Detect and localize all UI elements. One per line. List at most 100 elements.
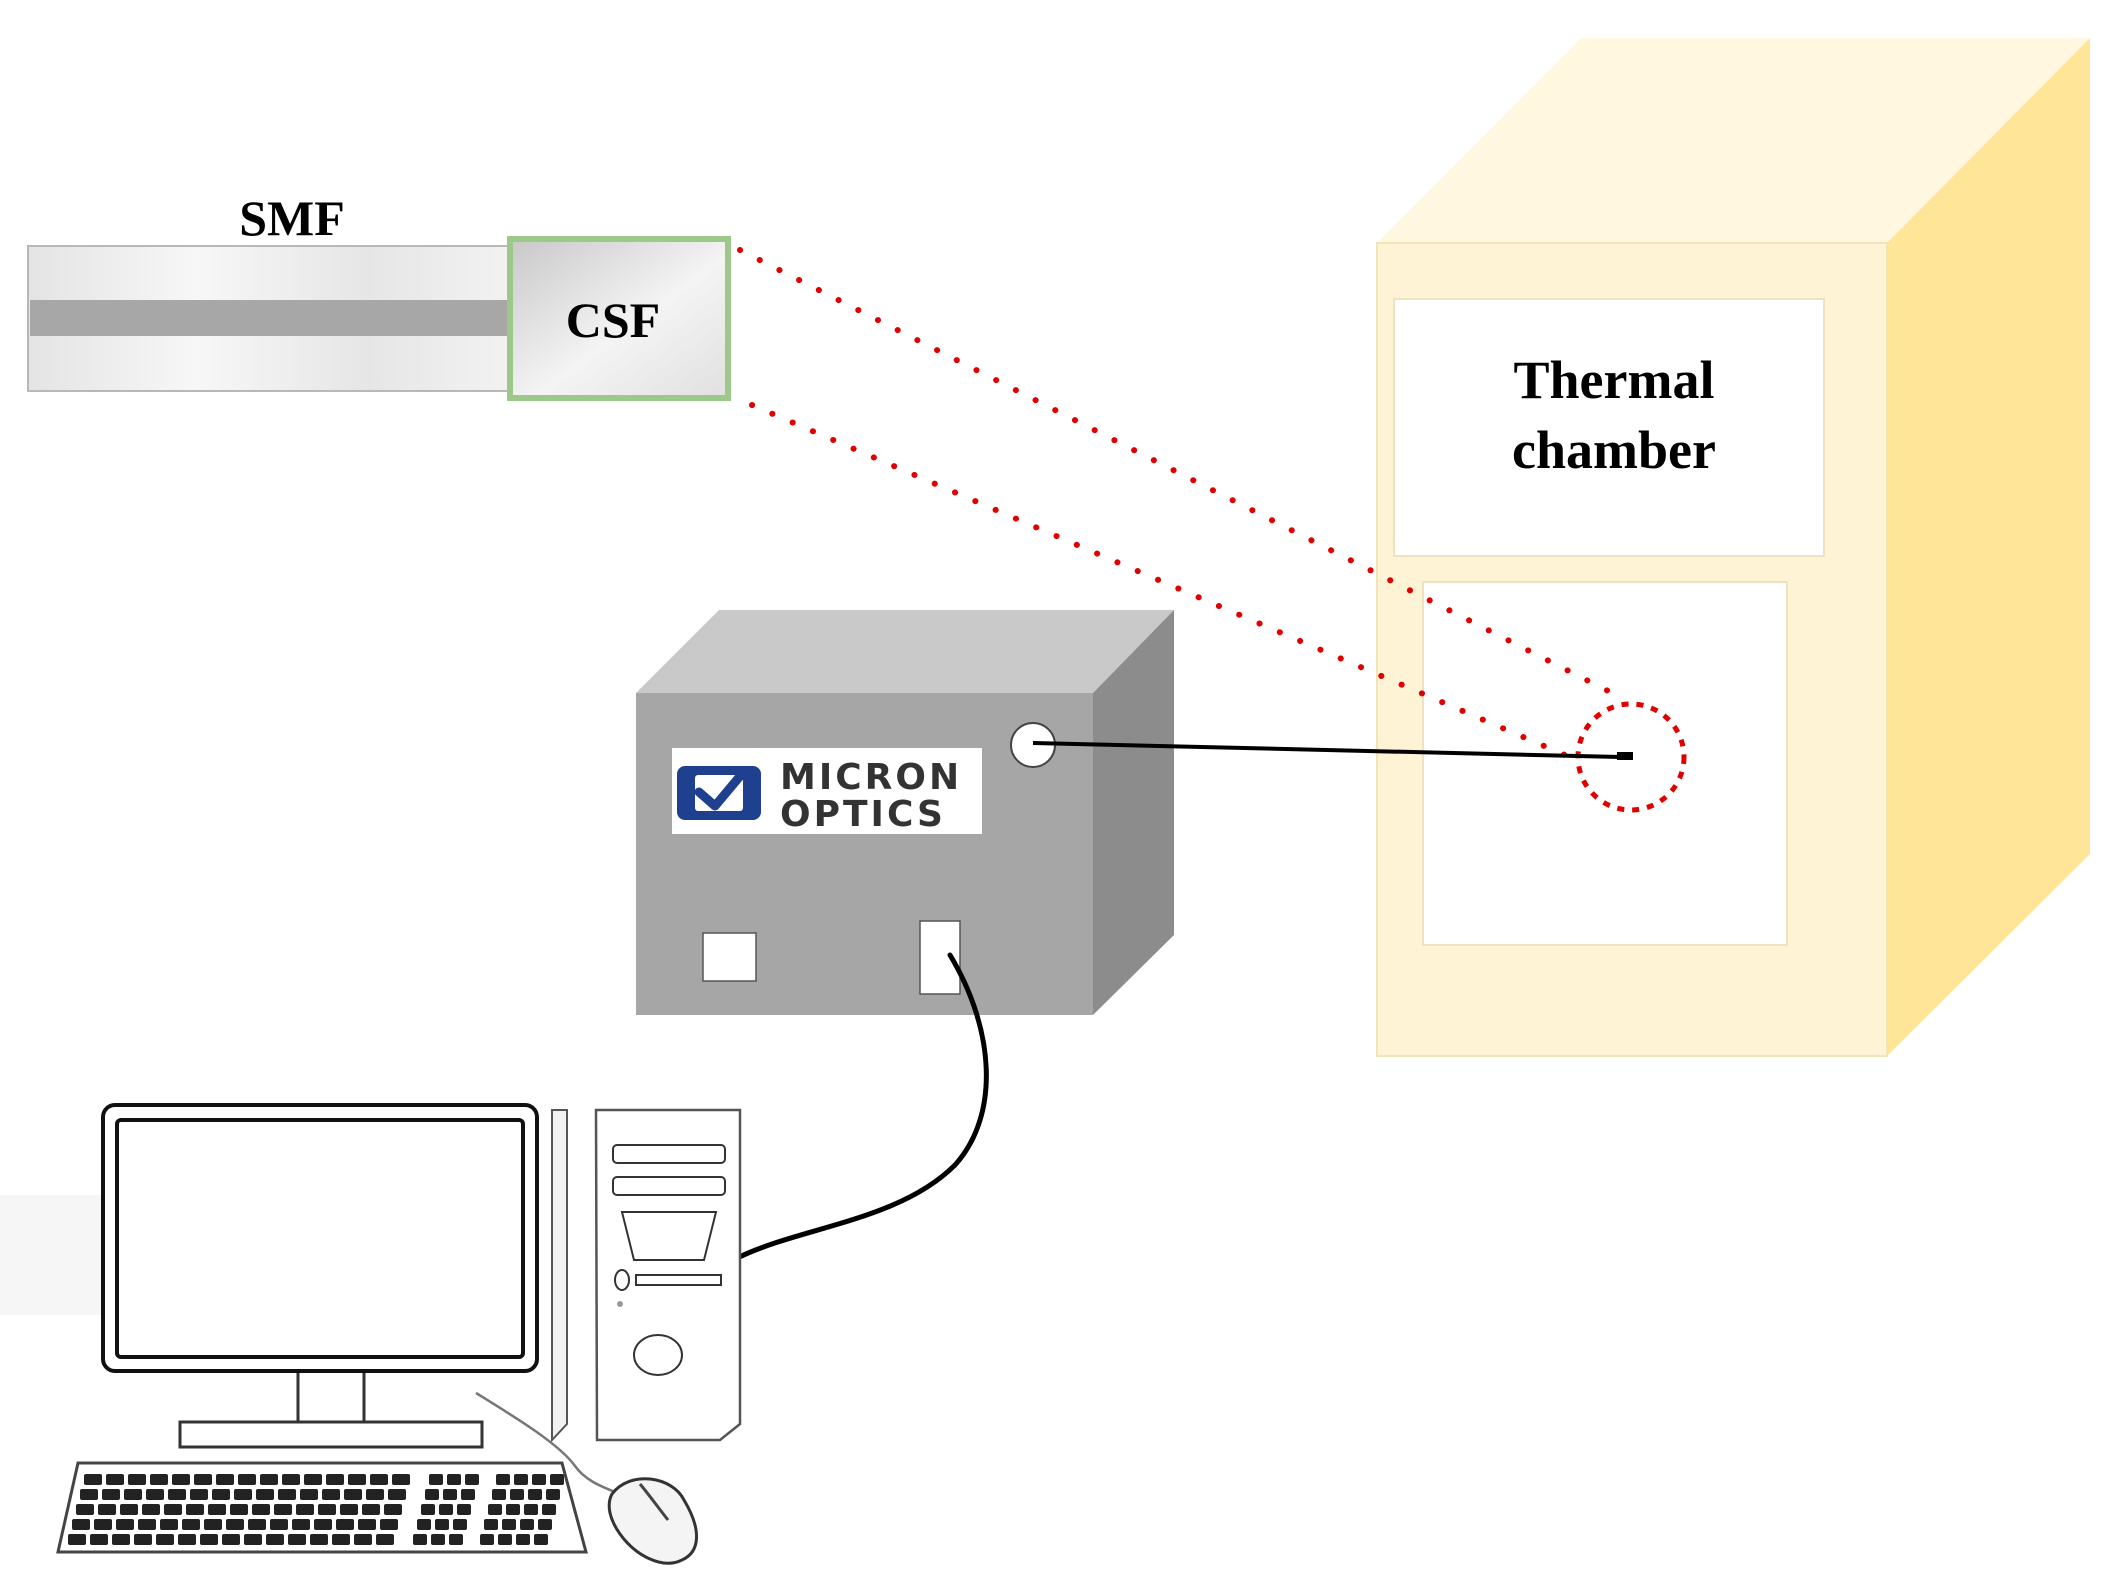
keyboard-key bbox=[120, 1504, 138, 1515]
fiber-icon: SMF CSF bbox=[27, 190, 731, 401]
fiber-cable bbox=[1032, 741, 1621, 759]
keyboard-key bbox=[124, 1489, 142, 1500]
keyboard-key bbox=[296, 1504, 314, 1515]
keyboard-key bbox=[453, 1519, 467, 1530]
keyboard-key bbox=[538, 1519, 552, 1530]
keyboard-key bbox=[138, 1519, 156, 1530]
keyboard-key bbox=[208, 1504, 226, 1515]
keyboard-key bbox=[514, 1474, 528, 1485]
keyboard-key bbox=[546, 1489, 560, 1500]
csf-label: CSF bbox=[566, 292, 660, 348]
mouse-button-split bbox=[638, 1483, 670, 1521]
keyboard-key bbox=[304, 1474, 322, 1485]
keyboard-key bbox=[84, 1474, 102, 1485]
keyboard-key bbox=[388, 1489, 406, 1500]
keyboard-key bbox=[160, 1519, 178, 1530]
keyboard-key bbox=[376, 1534, 394, 1545]
keyboard-key bbox=[212, 1489, 230, 1500]
keyboard-key bbox=[102, 1489, 120, 1500]
monitor-stand bbox=[296, 1373, 366, 1422]
keyboard-key bbox=[252, 1504, 270, 1515]
keyboard-key bbox=[534, 1534, 548, 1545]
keyboard-key bbox=[461, 1489, 475, 1500]
keyboard-key bbox=[278, 1489, 296, 1500]
monitor-screen bbox=[115, 1118, 525, 1359]
chamber-window bbox=[1422, 581, 1788, 946]
interrogator-device: MICRON OPTICS bbox=[636, 610, 1174, 1015]
keyboard-key bbox=[492, 1489, 506, 1500]
keyboard-key bbox=[116, 1519, 134, 1530]
keyboard-key bbox=[226, 1519, 244, 1530]
keyboard-key bbox=[178, 1534, 196, 1545]
keyboard-key bbox=[344, 1489, 362, 1500]
keyboard-key bbox=[484, 1519, 498, 1530]
keyboard-key bbox=[318, 1504, 336, 1515]
keyboard-key bbox=[128, 1474, 146, 1485]
keyboard-key bbox=[94, 1519, 112, 1530]
keyboard-key bbox=[362, 1504, 380, 1515]
keyboard-key bbox=[134, 1534, 152, 1545]
keyboard-key bbox=[80, 1489, 98, 1500]
keyboard-key bbox=[488, 1504, 502, 1515]
keyboard-key bbox=[244, 1534, 262, 1545]
keyboard-key bbox=[429, 1474, 443, 1485]
keyboard-key bbox=[238, 1474, 256, 1485]
keyboard-key bbox=[326, 1474, 344, 1485]
keyboard-key bbox=[256, 1489, 274, 1500]
keyboard-key bbox=[457, 1504, 471, 1515]
keyboard-key bbox=[392, 1474, 410, 1485]
desktop-computer-icon bbox=[0, 1103, 742, 1494]
keyboard-key bbox=[76, 1504, 94, 1515]
keyboard-key bbox=[314, 1519, 332, 1530]
keyboard-key bbox=[322, 1489, 340, 1500]
keyboard-key bbox=[506, 1504, 520, 1515]
keyboard-key bbox=[384, 1504, 402, 1515]
keyboard-key bbox=[194, 1474, 212, 1485]
keyboard-key bbox=[282, 1474, 300, 1485]
keyboard-key bbox=[164, 1504, 182, 1515]
device-side-face bbox=[1093, 610, 1174, 1015]
keyboard-key bbox=[274, 1504, 292, 1515]
smf-core bbox=[30, 300, 510, 336]
keyboard-key bbox=[413, 1534, 427, 1545]
keyboard-key bbox=[68, 1534, 86, 1545]
keyboard-key bbox=[310, 1534, 328, 1545]
keyboard-key bbox=[90, 1534, 108, 1545]
smf-label: SMF bbox=[239, 190, 345, 246]
keyboard-key bbox=[260, 1474, 278, 1485]
keyboard-key bbox=[230, 1504, 248, 1515]
device-square-port bbox=[702, 932, 757, 982]
keyboard-key bbox=[431, 1534, 445, 1545]
keyboard-key bbox=[168, 1489, 186, 1500]
csf-segment bbox=[507, 236, 731, 401]
keyboard-keys bbox=[68, 1474, 564, 1545]
keyboard-key bbox=[200, 1534, 218, 1545]
tower-usb-port bbox=[633, 1334, 683, 1376]
keyboard-key bbox=[266, 1534, 284, 1545]
keyboard-key bbox=[380, 1519, 398, 1530]
keyboard-key bbox=[532, 1474, 546, 1485]
monitor-base bbox=[178, 1420, 484, 1449]
keyboard-key bbox=[524, 1504, 538, 1515]
thermal-chamber: Thermal chamber bbox=[1376, 38, 2090, 1057]
device-top-face bbox=[636, 610, 1174, 693]
keyboard-key bbox=[106, 1474, 124, 1485]
keyboard-key bbox=[354, 1534, 372, 1545]
keyboard-key bbox=[98, 1504, 116, 1515]
keyboard-key bbox=[425, 1489, 439, 1500]
tower-power-button bbox=[614, 1269, 630, 1291]
mouse-icon bbox=[607, 1477, 698, 1565]
chamber-top-face bbox=[1377, 38, 2090, 243]
tower-led bbox=[617, 1301, 623, 1307]
chamber-side-face bbox=[1887, 38, 2090, 1056]
keyboard-icon bbox=[56, 1461, 588, 1554]
keyboard-key bbox=[112, 1534, 130, 1545]
keyboard-key bbox=[542, 1504, 556, 1515]
tower-drive-bay-1 bbox=[612, 1144, 726, 1164]
keyboard-key bbox=[190, 1489, 208, 1500]
keyboard-key bbox=[182, 1519, 200, 1530]
keyboard-key bbox=[222, 1534, 240, 1545]
chamber-label-line1: Thermal bbox=[1514, 350, 1715, 410]
